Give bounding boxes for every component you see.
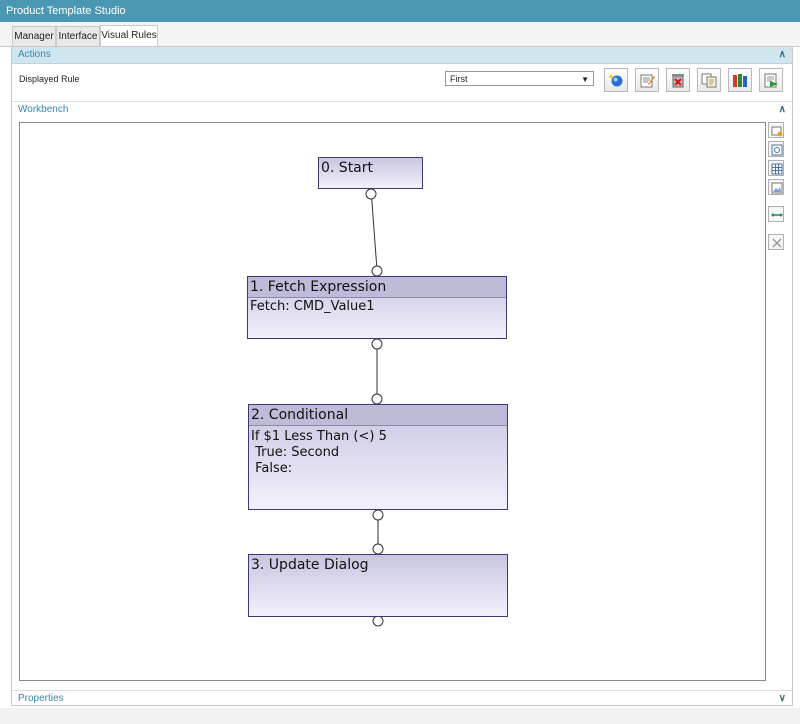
edit-rule-button[interactable] bbox=[635, 68, 659, 92]
properties-header-label: Properties bbox=[18, 693, 64, 704]
add-node-icon bbox=[771, 126, 783, 137]
node-body: If $1 Less Than (<) 5 True: Second False… bbox=[251, 429, 387, 476]
new-rule-button[interactable] bbox=[604, 68, 628, 92]
workbench-section-header[interactable]: Workbench ∧ bbox=[12, 101, 792, 118]
grid-button[interactable] bbox=[768, 160, 784, 176]
chevron-down-icon[interactable]: ∨ bbox=[778, 693, 786, 704]
chevron-up-icon[interactable]: ∧ bbox=[778, 104, 786, 115]
grid-icon bbox=[771, 163, 783, 175]
tab-interface[interactable]: Interface bbox=[56, 26, 100, 46]
connect-button[interactable] bbox=[768, 206, 784, 222]
zoom-button[interactable] bbox=[768, 141, 784, 157]
edit-rule-icon bbox=[640, 74, 655, 88]
node-title: 3. Update Dialog bbox=[251, 557, 369, 573]
rule-library-button[interactable] bbox=[728, 68, 752, 92]
connector-lines bbox=[365, 188, 384, 627]
chevron-down-icon: ▼ bbox=[581, 75, 589, 84]
connector-port[interactable] bbox=[365, 188, 377, 200]
actions-row: Displayed Rule First ▼ bbox=[12, 64, 792, 96]
connect-icon bbox=[771, 213, 783, 217]
flow-node-update-dialog[interactable]: 3. Update Dialog bbox=[248, 554, 508, 617]
tab-bar: Manager Interface Visual Rules bbox=[0, 22, 800, 47]
node-body: Fetch: CMD_Value1 bbox=[250, 299, 375, 314]
chevron-up-icon[interactable]: ∧ bbox=[778, 49, 786, 60]
add-node-button[interactable] bbox=[768, 122, 784, 138]
node-title: 2. Conditional bbox=[249, 405, 507, 426]
flow-node-conditional[interactable]: 2. Conditional If $1 Less Than (<) 5 Tru… bbox=[248, 404, 508, 510]
copy-rule-button[interactable] bbox=[697, 68, 721, 92]
run-rule-button[interactable] bbox=[759, 68, 783, 92]
connector-port[interactable] bbox=[372, 615, 384, 627]
new-rule-icon bbox=[608, 74, 623, 87]
delete-icon bbox=[772, 238, 782, 248]
node-title: 0. Start bbox=[321, 160, 374, 176]
rule-select[interactable]: First ▼ bbox=[445, 71, 594, 86]
run-rule-icon bbox=[764, 73, 778, 88]
rule-select-value: First bbox=[450, 74, 468, 84]
node-title: 1. Fetch Expression bbox=[248, 277, 506, 298]
workbench-header-label: Workbench bbox=[18, 104, 69, 115]
image-icon bbox=[771, 182, 783, 194]
delete-rule-icon bbox=[672, 74, 684, 88]
status-strip bbox=[0, 708, 800, 724]
flow-node-start[interactable]: 0. Start bbox=[318, 157, 423, 189]
tab-manager[interactable]: Manager bbox=[12, 26, 56, 46]
connector-port[interactable] bbox=[372, 543, 384, 555]
delete-rule-button[interactable] bbox=[666, 68, 690, 92]
connector-port[interactable] bbox=[371, 393, 383, 405]
copy-rule-icon bbox=[701, 73, 717, 88]
actions-section-header[interactable]: Actions ∧ bbox=[12, 47, 792, 64]
connector-port[interactable] bbox=[371, 265, 383, 277]
delete-button[interactable] bbox=[768, 234, 784, 250]
rule-library-icon bbox=[733, 74, 747, 87]
image-button[interactable] bbox=[768, 179, 784, 195]
window-title: Product Template Studio bbox=[6, 5, 126, 17]
connector-port[interactable] bbox=[371, 338, 383, 350]
actions-header-label: Actions bbox=[18, 49, 51, 60]
properties-section-header[interactable]: Properties ∨ bbox=[12, 690, 792, 707]
tab-visual-rules[interactable]: Visual Rules bbox=[100, 25, 158, 46]
zoom-icon bbox=[771, 144, 783, 156]
title-bar: Product Template Studio bbox=[0, 0, 800, 22]
flow-node-fetch-expression[interactable]: 1. Fetch Expression Fetch: CMD_Value1 bbox=[247, 276, 507, 339]
connector-port[interactable] bbox=[372, 509, 384, 521]
workbench-canvas[interactable]: 0. Start 1. Fetch Expression Fetch: CMD_… bbox=[19, 122, 766, 681]
displayed-rule-label: Displayed Rule bbox=[19, 74, 80, 84]
